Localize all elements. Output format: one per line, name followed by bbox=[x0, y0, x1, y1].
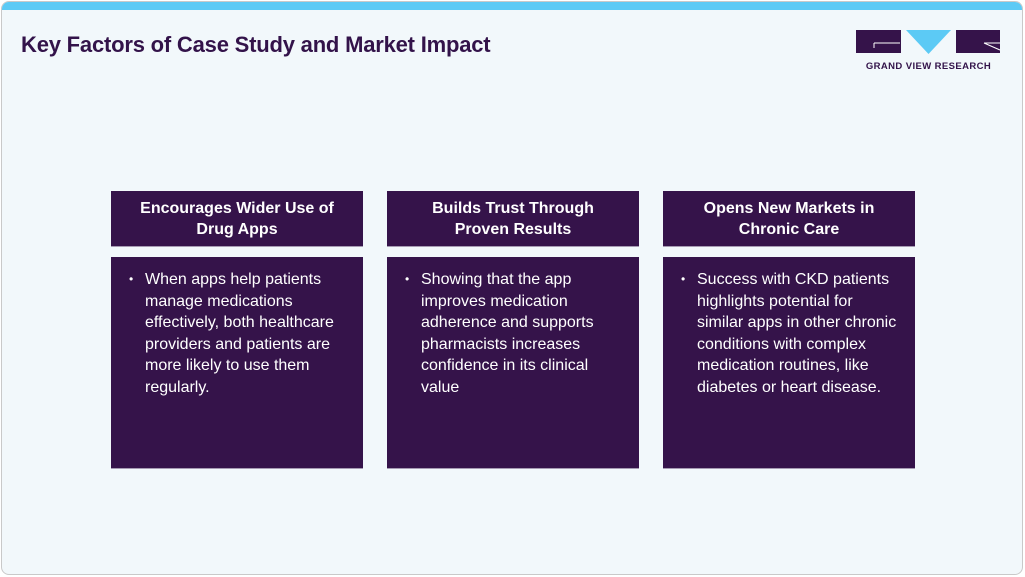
top-accent-bar bbox=[2, 2, 1022, 10]
bullet-item: • When apps help patients manage medicat… bbox=[125, 269, 349, 399]
bullet-text: Success with CKD patients highlights pot… bbox=[697, 271, 897, 396]
brand-logo: GRAND VIEW RESEARCH bbox=[856, 30, 1001, 74]
card-body-new-markets: • Success with CKD patients highlights p… bbox=[663, 257, 915, 469]
bullet-item: • Success with CKD patients highlights p… bbox=[677, 269, 901, 399]
gvr-logo-icon bbox=[856, 30, 1001, 54]
card-heading-new-markets: Opens New Markets in Chronic Care bbox=[663, 191, 915, 247]
bullet-icon: • bbox=[681, 272, 686, 286]
bullet-text: When apps help patients manage medicatio… bbox=[145, 271, 334, 396]
card-heading-text: Builds Trust Through Proven Results bbox=[432, 199, 594, 238]
card-body-trust: • Showing that the app improves medicati… bbox=[387, 257, 639, 469]
logo-text: GRAND VIEW RESEARCH bbox=[865, 61, 992, 72]
bullet-icon: • bbox=[405, 272, 410, 286]
bullet-item: • Showing that the app improves medicati… bbox=[401, 269, 625, 399]
bullet-icon: • bbox=[129, 272, 134, 286]
card-body-wider-use: • When apps help patients manage medicat… bbox=[111, 257, 363, 469]
page-title: Key Factors of Case Study and Market Imp… bbox=[21, 32, 491, 57]
card-heading-text: Encourages Wider Use of Drug Apps bbox=[140, 199, 334, 238]
card-heading-wider-use: Encourages Wider Use of Drug Apps bbox=[111, 191, 363, 247]
card-heading-trust: Builds Trust Through Proven Results bbox=[387, 191, 639, 247]
card-heading-text: Opens New Markets in Chronic Care bbox=[703, 199, 875, 238]
bullet-text: Showing that the app improves medication… bbox=[421, 271, 594, 396]
